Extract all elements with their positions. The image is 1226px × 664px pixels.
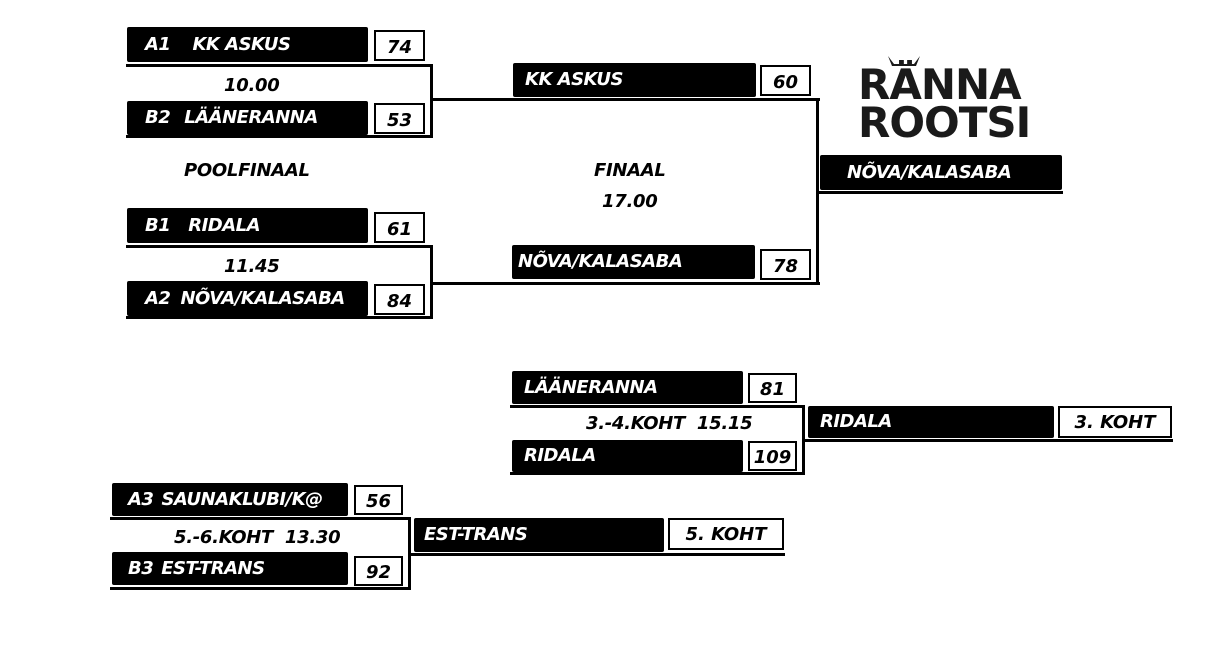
seed-label: A3: [128, 488, 154, 510]
score-box: 109: [748, 441, 797, 471]
seed-label: B2: [145, 107, 171, 128]
bracket-line: [110, 517, 411, 520]
semifinal-2-team-1: B1 RIDALA: [127, 208, 368, 243]
score-box: 61: [374, 212, 425, 243]
score-box: 56: [354, 485, 403, 515]
final-time: 17.00: [602, 191, 658, 212]
score-box: 78: [760, 249, 811, 280]
bracket-line: [510, 405, 805, 408]
seed-label: A1: [145, 33, 171, 55]
score-box: 84: [374, 284, 425, 315]
team-name: RIDALA: [524, 445, 596, 466]
third-place-winner: RIDALA: [808, 406, 1054, 438]
team-name: KK ASKUS: [525, 69, 623, 90]
team-name: LÄÄNERANNA: [524, 376, 658, 398]
team-name: LÄÄNERANNA: [184, 107, 318, 128]
team-name: EST-TRANS: [161, 557, 265, 579]
bracket-line: [126, 64, 433, 67]
match-time: 11.45: [224, 256, 280, 277]
bracket-line: [126, 135, 433, 138]
logo-line-1: RÄNNA: [858, 60, 1022, 109]
bracket-line: [126, 316, 433, 319]
semifinal-label: POOLFINAAL: [184, 160, 310, 181]
bracket-line: [408, 517, 411, 590]
match-time: 10.00: [224, 75, 280, 96]
final-label: FINAAL: [594, 160, 666, 181]
semifinal-2-team-2: A2 NÕVA/KALASABA: [127, 281, 368, 316]
semifinal-1-team-1: A1 KK ASKUS: [127, 27, 368, 62]
seed-label: B3: [128, 557, 154, 579]
team-name: KK ASKUS: [192, 33, 291, 55]
bracket-line: [430, 98, 820, 101]
final-team-1: KK ASKUS: [513, 63, 756, 97]
bracket-line: [430, 64, 433, 138]
bracket-line: [430, 282, 820, 285]
helmet-icon: [888, 56, 920, 66]
third-place-team-1: LÄÄNERANNA: [512, 371, 743, 404]
place-label: 5. KOHT: [668, 518, 784, 550]
team-name: NÕVA/KALASABA: [847, 161, 1012, 183]
bracket-line: [510, 472, 805, 475]
fifth-place-team-1: A3 SAUNAKLUBI/K@: [112, 483, 348, 516]
score-box: 53: [374, 103, 425, 134]
match-label: 3.-4.KOHT 15.15: [586, 413, 753, 434]
score-box: 92: [354, 556, 403, 586]
bracket-line: [110, 587, 411, 590]
fifth-place-team-2: B3 EST-TRANS: [112, 552, 348, 585]
match-label: 5.-6.KOHT 13.30: [174, 527, 341, 548]
seed-label: A2: [145, 287, 171, 309]
place-label: 3. KOHT: [1058, 406, 1172, 438]
seed-label: B1: [145, 214, 171, 236]
champion-box: NÕVA/KALASABA: [820, 155, 1062, 190]
third-place-team-2: RIDALA: [512, 440, 743, 472]
final-team-2: NÕVA/KALASABA: [512, 245, 755, 279]
team-name: SAUNAKLUBI/K@: [161, 488, 323, 510]
ranna-rootsi-logo: RÄNNA ROOTSI: [858, 56, 1031, 144]
team-name: NÕVA/KALASABA: [180, 287, 345, 309]
team-name: EST-TRANS: [424, 524, 528, 545]
bracket-line: [816, 191, 1063, 194]
team-name: RIDALA: [188, 214, 261, 236]
bracket-line: [802, 405, 805, 475]
score-box: 74: [374, 30, 425, 61]
fifth-place-winner: EST-TRANS: [414, 518, 664, 552]
team-name: NÕVA/KALASABA: [518, 251, 683, 272]
semifinal-1-team-2: B2 LÄÄNERANNA: [127, 101, 368, 135]
score-box: 60: [760, 65, 811, 96]
bracket-line: [805, 439, 1173, 442]
bracket-line: [411, 553, 785, 556]
logo-line-2: ROOTSI: [858, 98, 1031, 147]
bracket-line: [126, 245, 433, 248]
score-box: 81: [748, 373, 797, 403]
team-name: RIDALA: [820, 411, 892, 432]
